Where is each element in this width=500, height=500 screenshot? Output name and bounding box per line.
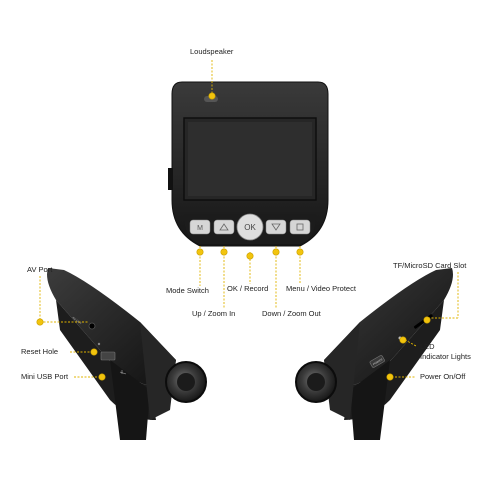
right-mount <box>350 360 390 440</box>
label-menu-video-protect: Menu / Video Protect <box>286 284 356 293</box>
label-down-zoom-out: Down / Zoom Out <box>262 309 321 318</box>
av-port-mark: AV-OUT <box>71 316 82 326</box>
label-loudspeaker: Loudspeaker <box>190 47 234 56</box>
label-av-port: AV Port <box>27 265 53 274</box>
side-slot <box>168 168 173 190</box>
right-side-view: POWER <box>295 268 453 440</box>
power-button[interactable] <box>369 355 385 368</box>
label-tf-card-slot: TF/MicroSD Card Slot <box>393 261 467 270</box>
menu-button[interactable] <box>289 219 311 235</box>
label-indicator-lights: Indicator Lights <box>420 352 471 361</box>
down-button[interactable] <box>265 219 287 235</box>
label-led: LED <box>420 342 435 351</box>
label-ok-record: OK / Record <box>227 284 269 293</box>
ok-button-mark: OK <box>244 223 256 232</box>
reset-hole <box>97 342 101 346</box>
left-side-view: AV-OUT <box>47 268 207 440</box>
mini-usb-port <box>100 351 116 361</box>
mode-button-mark: M <box>197 225 203 232</box>
label-mode-switch: Mode Switch <box>166 286 209 295</box>
up-button[interactable] <box>213 219 235 235</box>
label-mini-usb-port: Mini USB Port <box>21 372 69 381</box>
label-up-zoom-in: Up / Zoom In <box>192 309 236 318</box>
front-view: M OK <box>168 81 329 247</box>
mode-button[interactable] <box>189 219 211 235</box>
label-power-on-off: Power On/Off <box>420 372 466 381</box>
triangle-down-icon <box>271 223 281 231</box>
ok-button[interactable] <box>236 213 264 241</box>
av-port-hole <box>88 322 96 330</box>
triangle-up-icon <box>219 223 229 231</box>
marker-dots <box>36 92 431 381</box>
label-reset-hole: Reset Hole <box>21 347 59 356</box>
left-mount <box>110 360 150 440</box>
usb-icon <box>119 370 127 375</box>
power-button-mark: POWER <box>372 357 383 366</box>
menu-square-icon <box>296 223 304 231</box>
